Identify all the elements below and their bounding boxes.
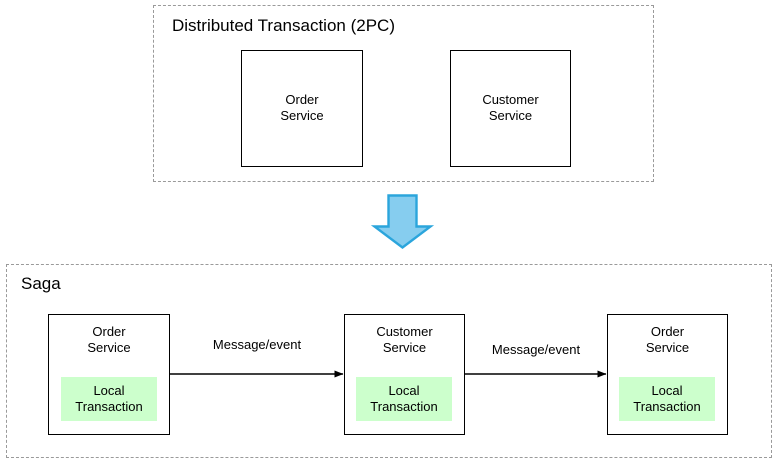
- service-box-order-2pc-label: Order Service: [280, 92, 324, 123]
- local-transaction-badge-1: Local Transaction: [61, 377, 157, 421]
- saga-group-title: Saga: [21, 274, 61, 293]
- service-box-customer-2pc-label: Customer Service: [482, 92, 539, 123]
- saga-edge-1-label: Message/event: [212, 337, 302, 352]
- distributed-transaction-group: [153, 5, 654, 182]
- distributed-transaction-group-title: Distributed Transaction (2PC): [172, 16, 395, 35]
- service-box-customer-2pc[interactable]: [450, 50, 571, 167]
- local-transaction-badge-3: Local Transaction: [619, 377, 715, 421]
- service-box-order-2pc[interactable]: [241, 50, 363, 167]
- down-block-arrow-icon: [370, 194, 435, 249]
- saga-group: [6, 264, 772, 458]
- local-transaction-badge-2: Local Transaction: [356, 377, 452, 421]
- saga-edge-2-label: Message/event: [491, 342, 581, 357]
- saga-service-box-order-1-label: Order Service: [87, 324, 131, 355]
- saga-service-box-order-2-label: Order Service: [645, 324, 690, 355]
- saga-service-box-customer-label: Customer Service: [376, 324, 433, 355]
